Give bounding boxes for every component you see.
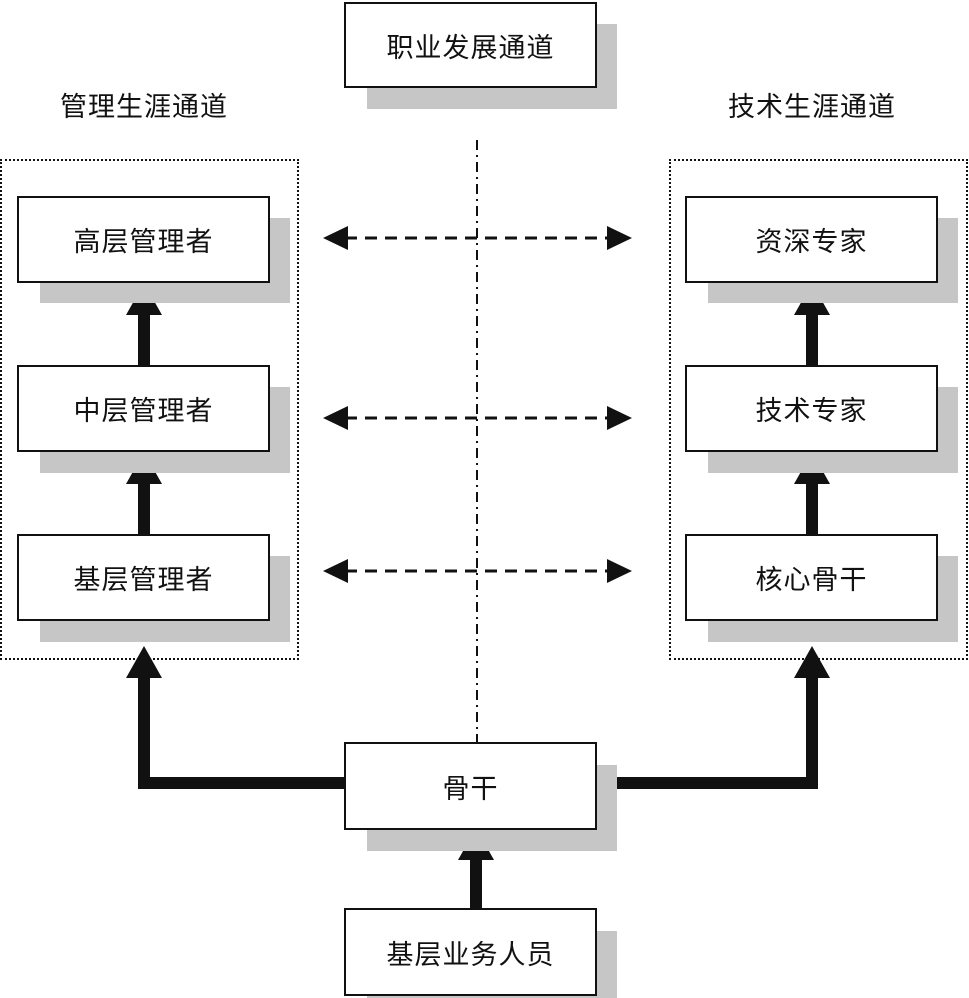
equivalence-arrow-middle: [323, 406, 632, 430]
tech-level-label: 技术专家: [755, 396, 868, 427]
mgmt-level-middle: 中层管理者: [17, 365, 270, 452]
tech-level-label: 核心骨干: [755, 565, 868, 596]
entry-label: 基层业务人员: [386, 939, 555, 971]
tech-level-label: 资深专家: [755, 227, 868, 258]
technical-track-group: [669, 159, 968, 660]
tech-level-senior-expert: 资深专家: [685, 196, 938, 283]
equivalence-arrow-bottom: [323, 559, 632, 583]
equivalence-arrow-top: [323, 226, 632, 250]
entry-box: 基层业务人员: [344, 908, 597, 996]
mgmt-level-label: 高层管理者: [73, 227, 214, 258]
mgmt-level-senior: 高层管理者: [17, 196, 270, 283]
backbone-to-tech-arrow: [598, 646, 830, 789]
technical-track-heading: 技术生涯通道: [728, 92, 896, 123]
management-track-group: [0, 159, 299, 660]
backbone-box: 骨干: [344, 742, 597, 830]
management-track-heading: 管理生涯通道: [60, 92, 228, 123]
tech-level-core: 核心骨干: [685, 534, 938, 621]
title-text: 职业发展通道: [386, 32, 555, 64]
backbone-label: 骨干: [442, 773, 499, 805]
backbone-to-mgmt-arrow: [126, 646, 346, 789]
tech-level-expert: 技术专家: [685, 365, 938, 452]
mgmt-level-label: 中层管理者: [73, 396, 214, 427]
mgmt-level-basic: 基层管理者: [17, 534, 270, 621]
mgmt-level-label: 基层管理者: [73, 565, 214, 596]
title-box: 职业发展通道: [344, 2, 597, 88]
